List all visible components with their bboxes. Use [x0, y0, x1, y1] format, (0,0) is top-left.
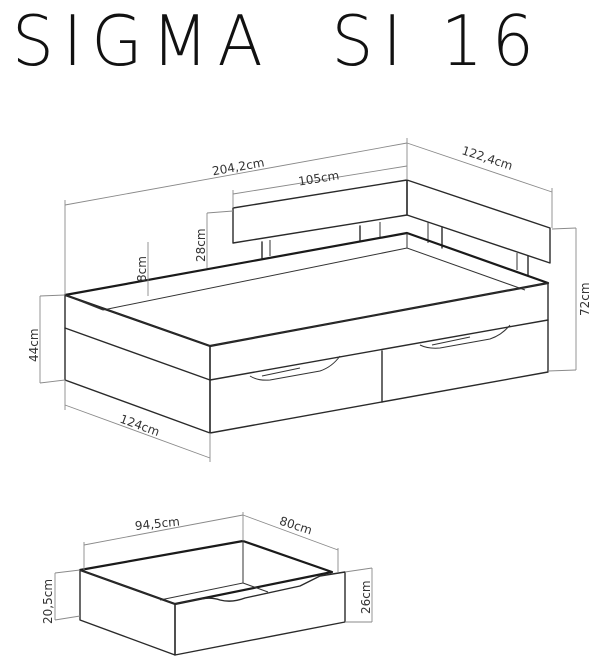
dim-drawer-length: 94,5cm [134, 514, 180, 533]
dim-width: 124cm [118, 412, 162, 439]
product-title: SIGMA SI 16 [12, 1, 543, 82]
bed-drawing [63, 179, 551, 434]
dim-rail-height: 8cm [135, 256, 149, 282]
dim-depth: 122,4cm [460, 143, 514, 173]
dim-headboard-length: 105cm [297, 168, 340, 188]
dim-headboard-height: 28cm [194, 228, 208, 262]
dim-total-length: 204,2cm [211, 155, 265, 178]
drawer-drawing [78, 539, 346, 656]
dim-drawer-front-height: 26cm [359, 580, 373, 614]
dim-frame-height: 44cm [27, 328, 41, 362]
dim-drawer-depth: 80cm [278, 514, 314, 538]
bed-dimensions: 204,2cm 105cm 122,4cm 8cm 28cm 44cm 72cm… [27, 138, 592, 462]
dim-drawer-side-height: 20,5cm [41, 579, 55, 624]
dim-total-height: 72cm [578, 282, 592, 316]
